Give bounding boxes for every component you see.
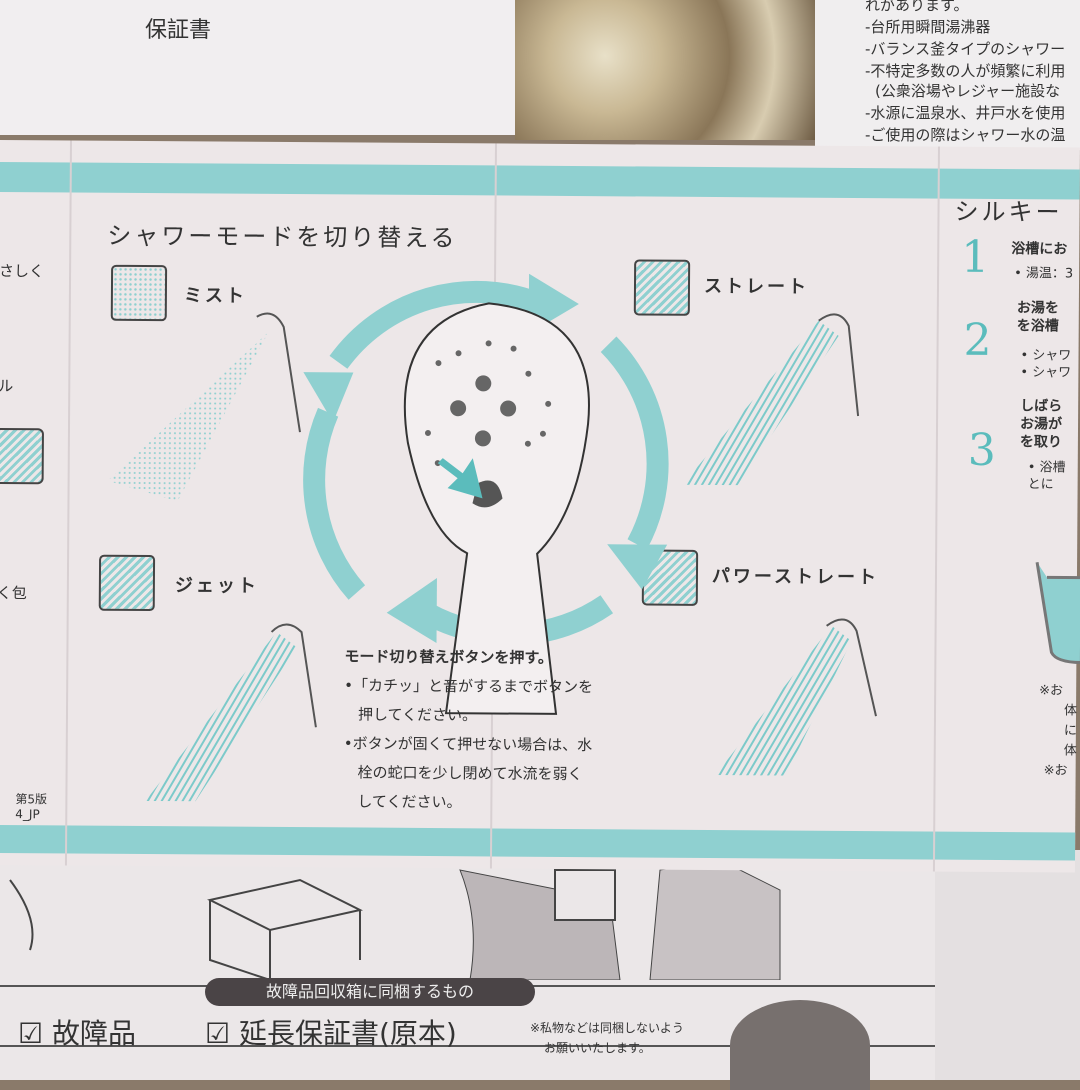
warranty-title: 保証書 [145,18,212,43]
shower-head-illustration [403,302,590,715]
note-line: お願いいたします。 [544,1041,651,1055]
instruction-line: 栓の蛇口を少し閉めて水流を弱く [357,763,583,784]
jet-spray-icon [145,623,317,802]
shower-mode-diagram [107,273,877,802]
footnote: 体 [1063,703,1078,719]
notice-line: -ご使用の際はシャワー水の温 [865,126,1066,144]
teal-band-bottom [0,824,1076,861]
step-note: とに [1027,477,1054,493]
checklist-item-warranty: ☑ 延長保証書(原本) [205,1017,457,1050]
instruction-line: •ボタンが固くて押せない場合は、水 [343,734,593,755]
divider [0,1045,935,1047]
step-text: お湯が [1019,416,1063,433]
carpet-background [515,0,815,140]
document-code: 4_JP [15,807,40,822]
step-note: • 湯温：3 [1014,266,1074,282]
notice-line: (公衆浴場やレジャー施設な [875,82,1061,100]
step-number: 2 [963,314,992,366]
step-note: • 浴槽 [1027,460,1066,476]
notice-line: -台所用瞬間湯沸器 [865,18,991,36]
teal-band-top [0,161,1080,200]
return-box-paper [0,860,935,1080]
fold-line [932,146,940,872]
bathtub-icon [1035,562,1080,665]
instruction-heading: モード切り替えボタンを押す。 [344,647,553,667]
footnote: ※お [1039,683,1064,699]
footnote: ※お [1043,763,1068,779]
side-paper [935,850,1080,1080]
footnote: 体 [1063,743,1077,759]
notice-line: れがあります。 [865,0,969,14]
instructions: モード切り替えボタンを押す。 •「カチッ」と音がするまでボタンを 押してください… [343,642,593,818]
shower-leaflet: さしく ル く包 第5版 4_JP シャワーモードを切り替える ミスト ストレー… [0,140,1080,873]
edition-label: 第5版 [15,792,48,807]
step-text: を取り [1019,434,1062,451]
shower-head-object [730,1000,870,1090]
left-fragment: さしく [0,261,45,281]
notice-paper: れがあります。 -台所用瞬間湯沸器 -バランス釜タイプのシャワー -不特定多数の… [815,0,1080,150]
checklist-item-broken-product: ☑ 故障品 [18,1017,137,1050]
note: ※私物などは同梱しないよう お願いいたします。 [530,1018,684,1058]
instruction-line: してください。 [357,792,462,812]
notice-line: -バランス釜タイプのシャワー [865,40,1066,58]
step-number: 1 [961,231,990,283]
warranty-paper: 保証書 [0,0,525,135]
section-title: シャワーモードを切り替える [107,221,458,253]
step-note: • シャワ [1020,365,1072,381]
mode-icon [0,427,44,485]
silky-title: シルキー [954,197,1063,227]
footnote: に [1063,723,1077,739]
delivery-illustration [9,860,781,980]
step-number: 3 [967,424,997,476]
step-note: • シャワ [1020,348,1072,364]
step-text: しばら [1020,398,1063,415]
step-text: を浴槽 [1016,318,1059,335]
section-label: 故障品回収箱に同梱するもの [205,978,535,1006]
instruction-line: •「カチッ」と音がするまでボタンを [344,676,594,697]
left-fragment: く包 [0,583,27,603]
mist-spray-icon [107,312,301,502]
instruction-line: 押してください。 [357,705,478,725]
step-text: 浴槽にお [1011,241,1068,258]
left-fragment: ル [0,376,14,396]
notice-line: -不特定多数の人が頻繁に利用 [865,62,1066,80]
fold-line [64,140,72,866]
notice-line: -水源に温泉水、井戸水を使用 [865,104,1066,122]
straight-spray-icon [682,313,860,486]
power-straight-spray-icon [715,618,877,776]
note-line: ※私物などは同梱しないよう [530,1021,684,1035]
step-text: お湯を [1016,300,1059,317]
